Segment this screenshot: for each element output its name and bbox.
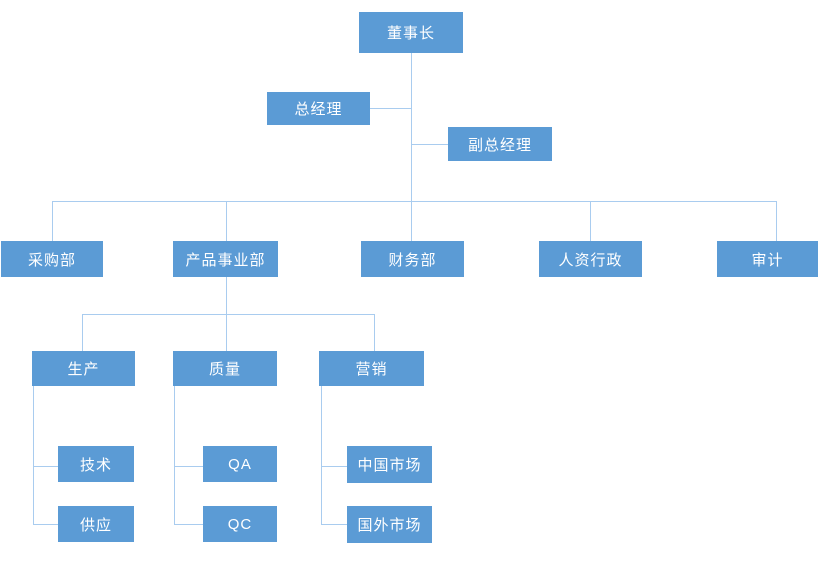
org-node-label: 总经理 xyxy=(294,101,343,118)
org-node-china-market[interactable]: 中国市场 xyxy=(347,446,432,483)
org-node-label: 副总经理 xyxy=(467,136,532,154)
org-node-label: 国外市场 xyxy=(357,517,422,534)
connector-subtree-rail xyxy=(82,314,374,315)
org-node-label: 质量 xyxy=(208,361,241,378)
org-node-label: 供应 xyxy=(79,516,112,534)
org-node-general-manager[interactable]: 总经理 xyxy=(267,92,370,125)
org-node-label: 技术 xyxy=(79,456,112,474)
org-node-finance[interactable]: 财务部 xyxy=(361,241,464,277)
org-node-hr-admin[interactable]: 人资行政 xyxy=(539,241,642,277)
connector-stub-china-market xyxy=(321,466,347,467)
connector-drop-audit xyxy=(776,201,777,241)
connector-drop-purchasing xyxy=(52,201,53,241)
org-node-label: 董事长 xyxy=(386,25,435,42)
org-node-label: 产品事业部 xyxy=(185,251,266,269)
connector-production-hang xyxy=(33,386,34,524)
org-node-marketing[interactable]: 营销 xyxy=(319,351,424,386)
org-node-label: 审计 xyxy=(751,251,784,269)
org-node-supply[interactable]: 供应 xyxy=(58,506,134,542)
org-node-label: 人资行政 xyxy=(558,251,623,269)
connector-stub-supply xyxy=(33,524,58,525)
connector-drop-marketing xyxy=(374,314,375,351)
org-node-label: 营销 xyxy=(355,361,388,378)
org-node-purchasing[interactable]: 采购部 xyxy=(1,241,103,277)
org-node-qc[interactable]: QC xyxy=(203,506,277,542)
connector-quality-hang xyxy=(174,386,175,524)
connector-stub-qc xyxy=(174,524,203,525)
connector-marketing-hang xyxy=(321,386,322,524)
connector-drop-production xyxy=(82,314,83,351)
org-node-product-division[interactable]: 产品事业部 xyxy=(173,241,278,277)
connector-general-manager xyxy=(370,108,411,109)
connector-stub-qa xyxy=(174,466,203,467)
connector-drop-quality xyxy=(226,314,227,351)
connector-department-rail xyxy=(52,201,776,202)
connector-trunk xyxy=(411,53,412,241)
org-node-label: 生产 xyxy=(67,361,100,378)
org-node-label: QC xyxy=(227,515,253,533)
connector-drop-hr-admin xyxy=(590,201,591,241)
org-node-audit[interactable]: 审计 xyxy=(717,241,818,277)
org-node-chairman[interactable]: 董事长 xyxy=(359,12,463,53)
connector-stub-foreign-market xyxy=(321,524,347,525)
org-node-production[interactable]: 生产 xyxy=(32,351,135,386)
org-node-label: QA xyxy=(228,455,252,473)
org-node-technology[interactable]: 技术 xyxy=(58,446,134,482)
org-node-label: 中国市场 xyxy=(357,457,422,474)
connector-drop-product-division xyxy=(226,201,227,241)
org-node-qa[interactable]: QA xyxy=(203,446,277,482)
org-node-label: 采购部 xyxy=(27,251,76,269)
org-node-label: 财务部 xyxy=(388,251,437,269)
connector-deputy-general-manager xyxy=(411,144,448,145)
org-node-deputy-general-manager[interactable]: 副总经理 xyxy=(448,127,552,161)
org-node-quality[interactable]: 质量 xyxy=(173,351,277,386)
connector-product-division-down xyxy=(226,277,227,314)
connector-stub-technology xyxy=(33,466,58,467)
org-node-foreign-market[interactable]: 国外市场 xyxy=(347,506,432,543)
